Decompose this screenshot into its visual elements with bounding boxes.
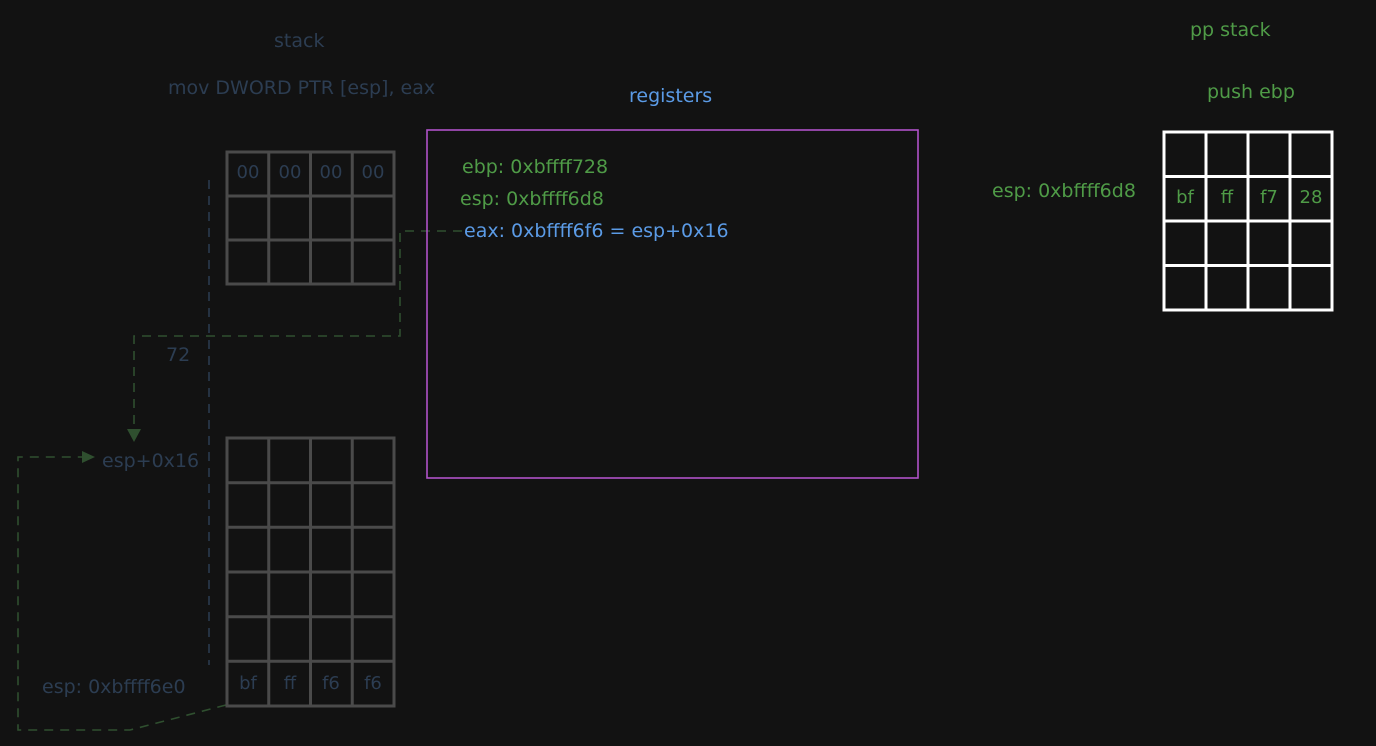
target-label: esp+0x16 [102, 450, 200, 472]
pp-stack-esp-label: esp: 0xbffff6d8 [992, 180, 1136, 202]
register-eax: eax: 0xbffff6f6 = esp+0x16 [464, 220, 729, 242]
left-top-row-values: 00 00 00 00 [237, 162, 385, 183]
right-stack [1162, 130, 1334, 312]
arrowhead-down [127, 429, 141, 442]
stack-cell: bf [239, 673, 257, 694]
offset-label: 72 [166, 344, 191, 366]
stack-cell: 00 [237, 162, 260, 183]
stack-cell: 00 [279, 162, 302, 183]
right-row-values: bf ff f7 28 [1176, 187, 1322, 208]
stack-cell: 00 [320, 162, 343, 183]
eax-pointer-line [133, 230, 462, 430]
stack-cell: 28 [1300, 187, 1323, 208]
stack-title: stack [274, 30, 325, 52]
stack-cell: f6 [322, 673, 340, 694]
left-stack-bottom [225, 436, 396, 708]
stack-instruction: mov DWORD PTR [esp], eax [168, 77, 436, 99]
registers-title: registers [629, 85, 713, 107]
stack-cell: bf [1176, 187, 1194, 208]
registers-box [426, 129, 919, 479]
pp-stack-instruction: push ebp [1207, 81, 1295, 103]
left-bottom-row-values: bf ff f6 f6 [239, 673, 382, 694]
stack-cell: f6 [364, 673, 382, 694]
stack-cell: ff [1221, 187, 1234, 208]
stack-esp-label: esp: 0xbffff6e0 [42, 676, 186, 698]
register-ebp: ebp: 0xbffff728 [462, 156, 609, 178]
stack-cell: ff [284, 673, 297, 694]
stack-cell: f7 [1260, 187, 1278, 208]
arrowhead-right [82, 451, 95, 463]
esp-loop-line [17, 456, 227, 731]
dashed-connectors [17, 180, 462, 731]
left-stack-top [225, 150, 396, 286]
register-esp: esp: 0xbffff6d8 [460, 188, 604, 210]
stack-cell: 00 [362, 162, 385, 183]
pp-stack-title: pp stack [1190, 19, 1271, 41]
